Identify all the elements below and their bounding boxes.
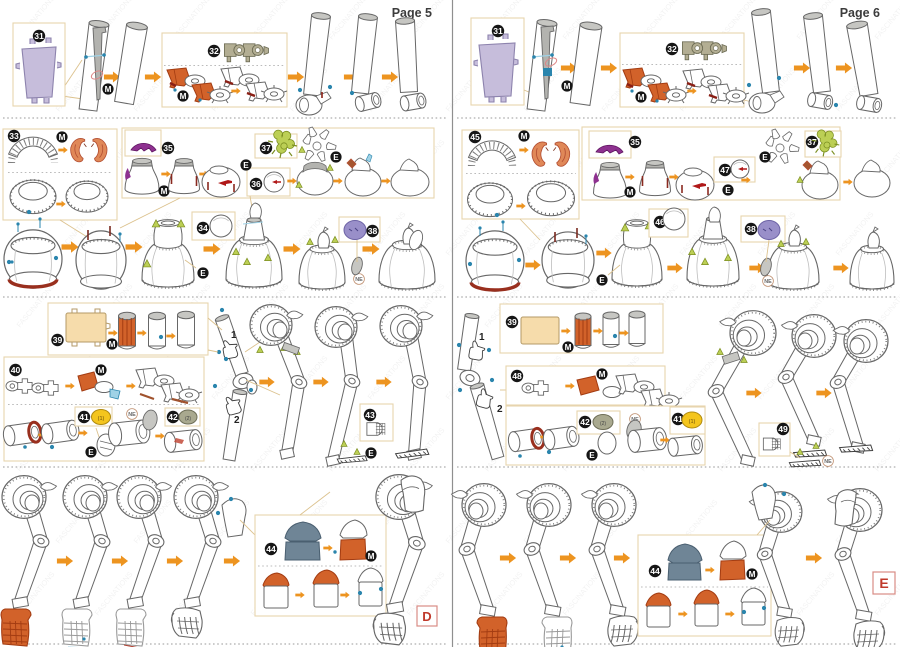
svg-text:M: M (59, 133, 66, 142)
svg-text:Page 6: Page 6 (840, 6, 880, 20)
svg-text:2: 2 (234, 415, 240, 426)
svg-text:39: 39 (53, 335, 63, 345)
svg-text:Page 5: Page 5 (392, 6, 432, 20)
svg-text:E: E (333, 153, 339, 162)
svg-text:E: E (879, 575, 888, 591)
svg-text:44: 44 (266, 544, 276, 554)
svg-text:M: M (599, 370, 606, 379)
svg-text:34: 34 (198, 223, 208, 233)
svg-text:M: M (180, 92, 187, 101)
svg-text:NE: NE (355, 277, 363, 283)
svg-text:M: M (638, 93, 645, 102)
svg-text:47: 47 (720, 165, 730, 175)
svg-text:E: E (589, 451, 595, 460)
svg-text:(2): (2) (600, 421, 606, 427)
svg-text:(1): (1) (98, 416, 105, 422)
svg-text:41: 41 (79, 412, 89, 422)
svg-text:(2): (2) (185, 416, 191, 422)
svg-text:NE: NE (764, 279, 772, 285)
svg-text:M: M (368, 552, 375, 561)
svg-text:42: 42 (168, 412, 178, 422)
svg-text:M: M (161, 187, 168, 196)
svg-text:E: E (599, 276, 605, 285)
svg-text:M: M (105, 85, 112, 94)
svg-text:E: E (368, 449, 374, 458)
svg-text:E: E (243, 161, 249, 170)
svg-text:2: 2 (497, 404, 503, 415)
svg-text:48: 48 (512, 371, 522, 381)
svg-text:NE: NE (128, 412, 136, 418)
svg-text:44: 44 (650, 566, 660, 576)
svg-text:E: E (200, 269, 206, 278)
svg-text:NE: NE (824, 459, 832, 465)
svg-text:E: E (725, 186, 731, 195)
svg-text:43: 43 (365, 410, 375, 420)
svg-text:M: M (521, 132, 528, 141)
svg-text:M: M (564, 82, 571, 91)
svg-text:39: 39 (507, 317, 517, 327)
svg-text:1: 1 (479, 332, 485, 343)
svg-text:35: 35 (630, 137, 640, 147)
svg-text:42: 42 (580, 417, 590, 427)
svg-text:33: 33 (9, 131, 19, 141)
svg-text:36: 36 (251, 179, 261, 189)
svg-text:35: 35 (163, 143, 173, 153)
svg-text:32: 32 (209, 46, 219, 56)
svg-text:32: 32 (667, 44, 677, 54)
svg-text:D: D (422, 609, 431, 624)
svg-text:40: 40 (11, 365, 21, 375)
svg-text:M: M (565, 343, 572, 352)
svg-text:E: E (88, 448, 94, 457)
svg-text:(1): (1) (689, 419, 696, 425)
svg-text:37: 37 (261, 143, 271, 153)
svg-text:M: M (627, 188, 634, 197)
svg-text:M: M (749, 570, 756, 579)
svg-text:M: M (109, 340, 116, 349)
svg-text:37: 37 (807, 137, 817, 147)
svg-text:45: 45 (470, 132, 480, 142)
svg-text:38: 38 (368, 226, 378, 236)
svg-text:31: 31 (34, 31, 44, 41)
svg-text:41: 41 (673, 414, 683, 424)
svg-text:38: 38 (746, 224, 756, 234)
svg-text:E: E (762, 153, 768, 162)
svg-text:M: M (98, 366, 105, 375)
svg-text:49: 49 (778, 424, 788, 434)
svg-text:31: 31 (493, 26, 503, 36)
svg-text:1: 1 (231, 330, 237, 341)
svg-text:46: 46 (655, 217, 665, 227)
